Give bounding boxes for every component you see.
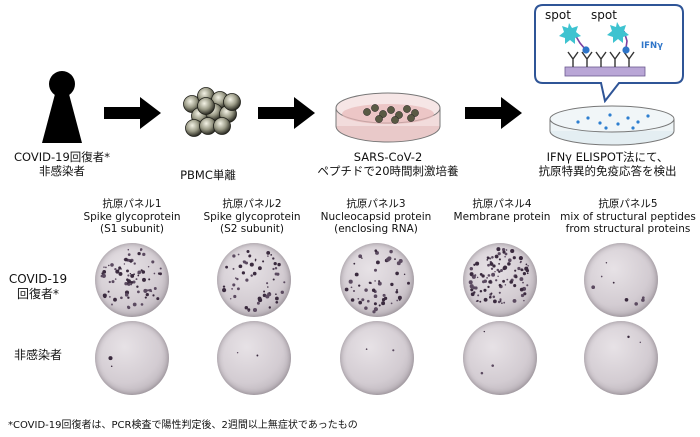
panel-name: 抗原パネル3 xyxy=(346,198,406,210)
panel-header: 抗原パネル3 Nucleocapsid protein (enclosing R… xyxy=(316,198,436,236)
culture-dish-icon xyxy=(335,92,441,143)
panel-header: 抗原パネル1 Spike glycoprotein (S1 subunit) xyxy=(76,198,188,236)
panel-description: Spike glycoprotein xyxy=(203,210,301,223)
step-recovered-label: COVID-19回復者* 非感染者 xyxy=(13,150,111,178)
pbmc-cells-icon xyxy=(183,87,241,137)
panel-name: 抗原パネル1 xyxy=(102,198,162,210)
panel-header: 抗原パネル5 mix of structural peptides from s… xyxy=(556,198,700,236)
panel-name: 抗原パネル2 xyxy=(222,198,282,210)
row-label-uninfected: 非感染者 xyxy=(13,348,62,362)
panel-name: 抗原パネル4 xyxy=(472,198,532,210)
elispot-well xyxy=(340,321,414,395)
footnote: *COVID-19回復者は、PCR検査で陽性判定後、2週間以上無症状であったもの xyxy=(8,420,358,431)
arrow-right-icon xyxy=(465,97,522,129)
elispot-callout: spot spot IFNγ xyxy=(533,3,685,103)
elispot-well xyxy=(584,321,658,395)
row-label-recovered: COVID-19 回復者* xyxy=(8,272,68,301)
elispot-well xyxy=(340,243,414,317)
elispot-well xyxy=(463,243,537,317)
panel-description: Membrane protein xyxy=(453,210,551,223)
elispot-plate-icon xyxy=(549,105,675,146)
elispot-well xyxy=(95,243,169,317)
step-stimulation-label: SARS-CoV-2 ペプチドで20時間刺激培養 xyxy=(317,150,459,178)
panel-header: 抗原パネル4 Membrane protein xyxy=(446,198,558,223)
elispot-well xyxy=(463,321,537,395)
panel-name: 抗原パネル5 xyxy=(598,198,658,210)
panel-description: Spike glycoprotein xyxy=(83,210,181,223)
step-elispot-label: IFNγ ELISPOT法にて、 抗原特異的免疫応答を検出 xyxy=(538,150,677,178)
elispot-well xyxy=(217,321,291,395)
elispot-well xyxy=(95,321,169,395)
ifng-label: IFNγ xyxy=(641,41,663,51)
elispot-well xyxy=(217,243,291,317)
step-pbmc-label: PBMC単離 xyxy=(180,168,236,182)
panel-header: 抗原パネル2 Spike glycoprotein (S2 subunit) xyxy=(196,198,308,236)
arrow-right-icon xyxy=(258,97,315,129)
panel-description: (enclosing RNA) xyxy=(334,223,418,235)
panel-description: (S2 subunit) xyxy=(219,223,284,235)
spot-label: spot xyxy=(591,8,617,22)
elispot-well xyxy=(584,243,658,317)
panel-description: from structural proteins xyxy=(565,223,691,235)
spot-label: spot xyxy=(545,8,571,22)
panel-description: Nucleocapsid protein xyxy=(320,210,432,223)
person-icon xyxy=(42,71,82,143)
arrow-right-icon xyxy=(104,97,161,129)
panel-description: mix of structural peptides xyxy=(560,210,696,223)
panel-description: (S1 subunit) xyxy=(99,223,164,235)
